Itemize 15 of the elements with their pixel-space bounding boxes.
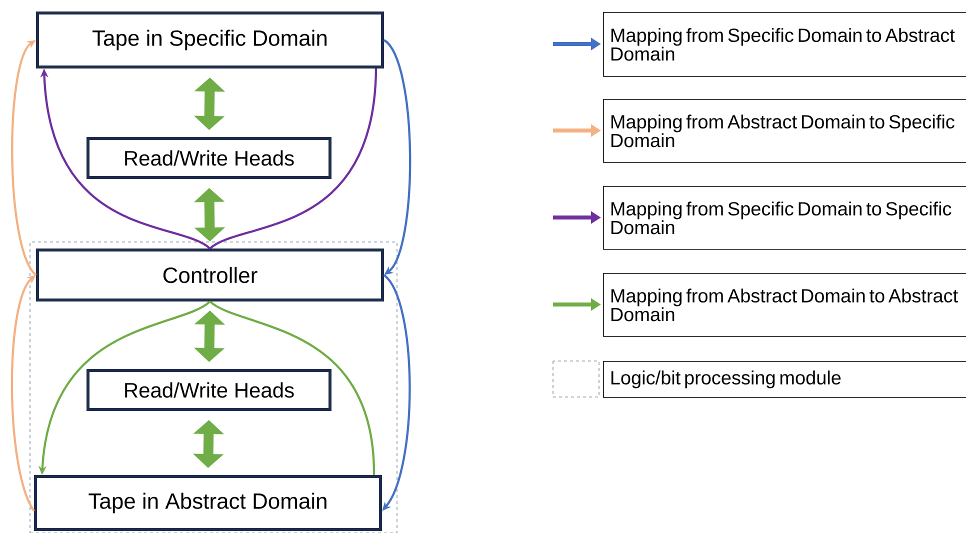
legend-entry: Mapping from Specific Domain to Specific Domain <box>603 186 966 250</box>
legend-entry: Mapping from Abstract Domain to Specific Domain <box>603 99 966 163</box>
process-box: Read/Write Heads <box>86 137 332 179</box>
connector-line <box>209 68 378 250</box>
process-box: Tape in Abstract Domain <box>34 475 382 531</box>
arrow <box>11 40 37 276</box>
process-box: Tape in Specific Domain <box>36 12 384 68</box>
process-box: Controller <box>36 248 384 302</box>
process-box: Read/Write Heads <box>86 369 332 411</box>
legend-entry: Mapping from Abstract Domain to Abstract Domain <box>603 273 966 337</box>
arrow <box>383 39 412 275</box>
connector-line <box>209 300 376 476</box>
module-boundary <box>30 242 398 533</box>
legend-entry: Mapping from Specific Domain to Abstract Domain <box>603 12 966 77</box>
legend-entry: Logic/bit processing module <box>603 361 966 398</box>
